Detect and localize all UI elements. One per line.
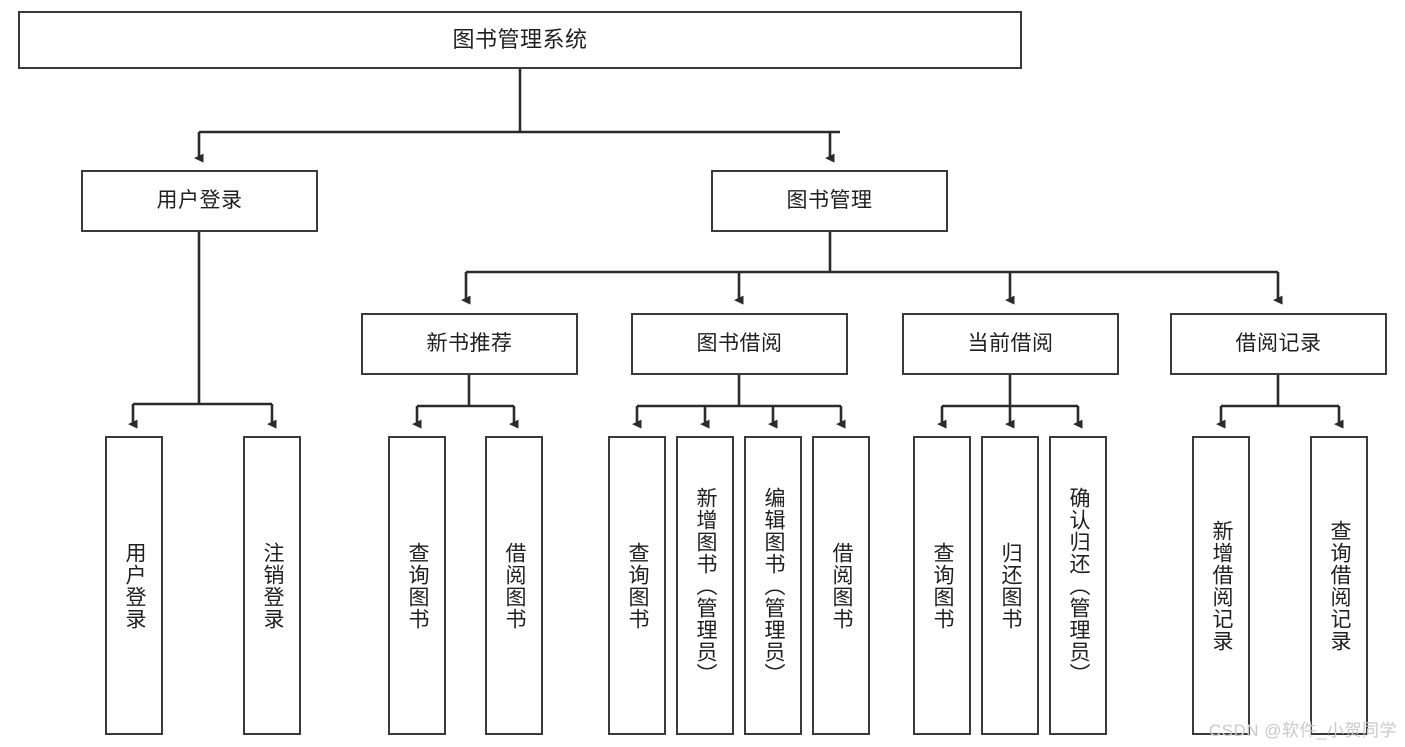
leaf-user-login-label: 用户登录 [123, 541, 147, 630]
leaf-logout-login-label: 注销登录 [261, 541, 285, 630]
leaf-query-record[interactable]: 查询借阅记录 [1310, 436, 1368, 735]
node-user-login-label: 用户登录 [156, 188, 243, 212]
leaf-query-record-label: 查询借阅记录 [1328, 519, 1352, 652]
leaf-borrow-book-1-label: 借阅图书 [503, 541, 527, 630]
node-root-label: 图书管理系统 [452, 27, 588, 53]
leaf-edit-book[interactable]: 编辑图书（管理员） [744, 436, 802, 735]
leaf-return-book-label: 归还图书 [999, 541, 1023, 630]
leaf-query-book-2-label: 查询图书 [626, 541, 650, 630]
leaf-add-book[interactable]: 新增图书（管理员） [676, 436, 734, 735]
leaf-add-record[interactable]: 新增借阅记录 [1192, 436, 1250, 735]
leaf-confirm-return-label: 确认归还（管理员） [1067, 486, 1091, 685]
node-book-borrow-label: 图书借阅 [696, 331, 783, 355]
leaf-edit-book-label: 编辑图书（管理员） [762, 486, 786, 685]
leaf-query-book-3-label: 查询图书 [931, 541, 955, 630]
leaf-confirm-return[interactable]: 确认归还（管理员） [1049, 436, 1107, 735]
node-borrow-record-label: 借阅记录 [1235, 331, 1322, 355]
leaf-query-book-3[interactable]: 查询图书 [913, 436, 971, 735]
node-user-login[interactable]: 用户登录 [81, 170, 318, 232]
node-new-book-recommend[interactable]: 新书推荐 [361, 313, 578, 375]
leaf-user-login[interactable]: 用户登录 [105, 436, 163, 735]
leaf-logout-login[interactable]: 注销登录 [243, 436, 301, 735]
leaf-borrow-book-1[interactable]: 借阅图书 [485, 436, 543, 735]
node-borrow-record[interactable]: 借阅记录 [1170, 313, 1387, 375]
node-book-borrow[interactable]: 图书借阅 [631, 313, 848, 375]
leaf-add-record-label: 新增借阅记录 [1210, 519, 1234, 652]
leaf-return-book[interactable]: 归还图书 [981, 436, 1039, 735]
leaf-add-book-label: 新增图书（管理员） [694, 486, 718, 685]
node-current-borrow[interactable]: 当前借阅 [902, 313, 1119, 375]
leaf-borrow-book-2-label: 借阅图书 [830, 541, 854, 630]
leaf-query-book-1-label: 查询图书 [406, 541, 430, 630]
node-book-manage-label: 图书管理 [786, 188, 873, 212]
leaf-query-book-2[interactable]: 查询图书 [608, 436, 666, 735]
node-root[interactable]: 图书管理系统 [18, 11, 1022, 69]
node-book-manage[interactable]: 图书管理 [711, 170, 948, 232]
node-new-book-recommend-label: 新书推荐 [426, 331, 513, 355]
node-current-borrow-label: 当前借阅 [967, 331, 1054, 355]
leaf-borrow-book-2[interactable]: 借阅图书 [812, 436, 870, 735]
leaf-query-book-1[interactable]: 查询图书 [388, 436, 446, 735]
